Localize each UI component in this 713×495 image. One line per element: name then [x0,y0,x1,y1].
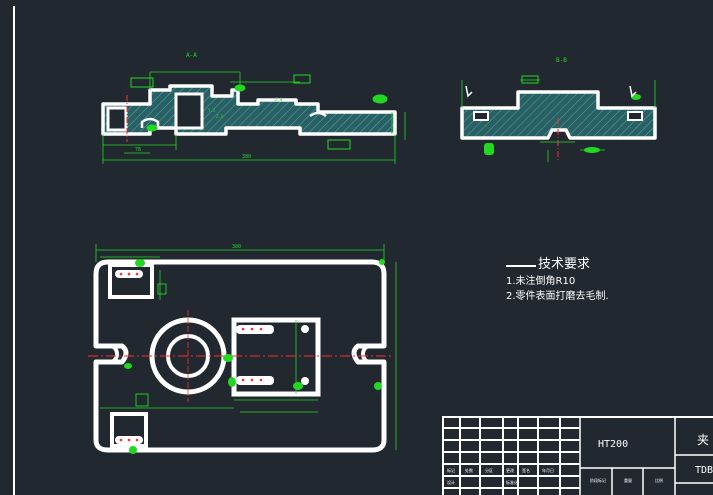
section-b-label: B-B [556,57,567,64]
tech-title: 技术要求 [538,257,590,272]
section-a-opening [174,92,204,130]
drawing-code: TDB [695,465,713,476]
section-a-label: A-A [186,52,197,59]
svg-text:Z.8: Z.8 [275,97,283,102]
bolt-row-top [115,270,309,444]
material-label: HT200 [598,439,628,450]
svg-text:标准化: 标准化 [506,479,518,485]
svg-text:处数: 处数 [465,467,473,473]
dim-plan-top: 380 [232,244,241,250]
tech-requirements: 技术要求 1.未注倒角R10 2.零件表面打磨去毛制. [506,257,609,302]
section-a-body [101,84,397,136]
svg-text:比例: 比例 [655,477,663,483]
tech-item-1: 1.未注倒角R10 [506,274,575,287]
svg-text:阶段标记: 阶段标记 [590,477,606,483]
title-block: 标记 处数 分区 更改 签名 年月日 设计 标准化 阶段标记 重量 比例 HT200 夹 TD… [442,416,713,495]
svg-text:Y.2: Y.2 [208,108,216,113]
svg-text:重量: 重量 [624,477,632,483]
part-name: 夹 [697,433,709,447]
svg-text:更改: 更改 [506,467,514,473]
svg-text:Z.8: Z.8 [216,114,224,119]
svg-text:标记: 标记 [447,467,455,473]
svg-text:签名: 签名 [522,467,530,473]
section-a-a: A-A 380 78 [101,52,406,164]
svg-text:年月日: 年月日 [542,467,554,473]
tech-item-2: 2.零件表面打磨去毛制. [506,289,609,302]
section-a-slot-left [106,106,128,132]
section-b-body [460,90,657,140]
dim-aa-sub: 78 [135,147,141,153]
pocket-center-right [231,317,321,397]
svg-text:设计: 设计 [447,479,455,485]
section-b-b: B-B [460,57,657,162]
pocket-top-left [108,263,154,299]
svg-text:分区: 分区 [485,467,493,473]
plan-view: 380 [88,244,397,454]
dim-aa-total: 380 [242,154,251,160]
pocket-bottom-left [110,412,148,448]
section-a-counterbore [140,117,160,128]
